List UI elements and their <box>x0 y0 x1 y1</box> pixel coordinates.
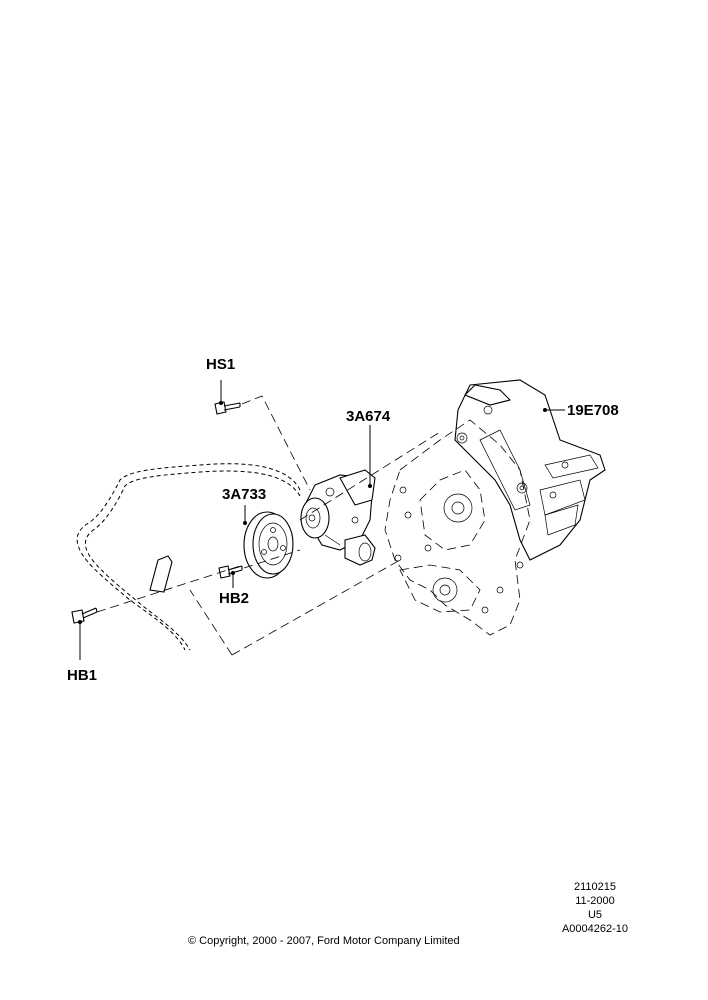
pulley-3a733 <box>243 511 294 579</box>
callout-hb2: HB2 <box>219 590 250 607</box>
leader-lines <box>78 380 565 660</box>
callout-3a674: 3A674 <box>346 408 391 425</box>
meta-rev: U5 <box>587 909 603 921</box>
callout-19e708: 19E708 <box>567 402 619 419</box>
pressure-hose <box>76 463 301 651</box>
meta-date: 11-2000 <box>575 895 615 907</box>
copyright-notice: © Copyright, 2000 - 2007, Ford Motor Com… <box>188 935 460 947</box>
callout-hs1: HS1 <box>206 356 236 373</box>
diagram-meta: 2110215 11-2000 U5 A0004262-10 <box>560 880 630 936</box>
alignment-lines <box>96 395 441 656</box>
engine-front-cover-outline <box>384 419 531 636</box>
callout-3a733: 3A733 <box>222 486 267 503</box>
meta-ref: A0004262-10 <box>561 923 629 935</box>
bracket-19e708 <box>454 379 606 561</box>
callout-hb1: HB1 <box>67 667 98 684</box>
bolt-hs1 <box>214 401 241 415</box>
meta-code: 2110215 <box>573 881 616 893</box>
power-steering-pump-3a674 <box>300 469 376 566</box>
bolt-hb1 <box>71 607 98 624</box>
